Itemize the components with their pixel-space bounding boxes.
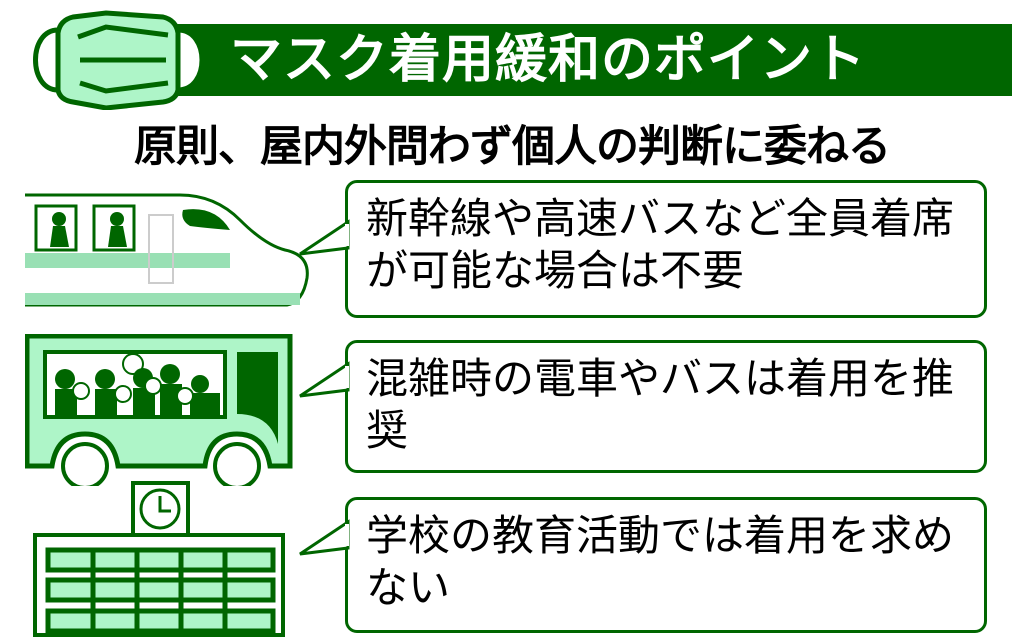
mask-icon [33, 10, 205, 110]
title-bar [172, 24, 1012, 96]
point-text: 学校の教育活動では着用を求めない [366, 511, 955, 612]
point-bubble-train: 新幹線や高速バスなど全員着席が可能な場合は不要 [345, 180, 987, 318]
point-bubble-bus: 混雑時の電車やバスは着用を推奨 [345, 340, 987, 473]
bubble-tail [299, 219, 350, 256]
point-text: 新幹線や高速バスなど全員着席が可能な場合は不要 [366, 194, 955, 295]
bubble-tail [299, 361, 350, 398]
crowded-bus-icon [25, 334, 293, 486]
point-bubble-school: 学校の教育活動では着用を求めない [345, 497, 987, 633]
bubble-tail [299, 519, 350, 556]
subtitle: 原則、屋内外問わず個人の判断に委ねる [134, 122, 891, 172]
school-icon [33, 481, 285, 637]
bullet-train-icon [25, 193, 309, 307]
point-text: 混雑時の電車やバスは着用を推奨 [366, 354, 955, 455]
page-title: マスク着用緩和のポイント [230, 30, 867, 90]
